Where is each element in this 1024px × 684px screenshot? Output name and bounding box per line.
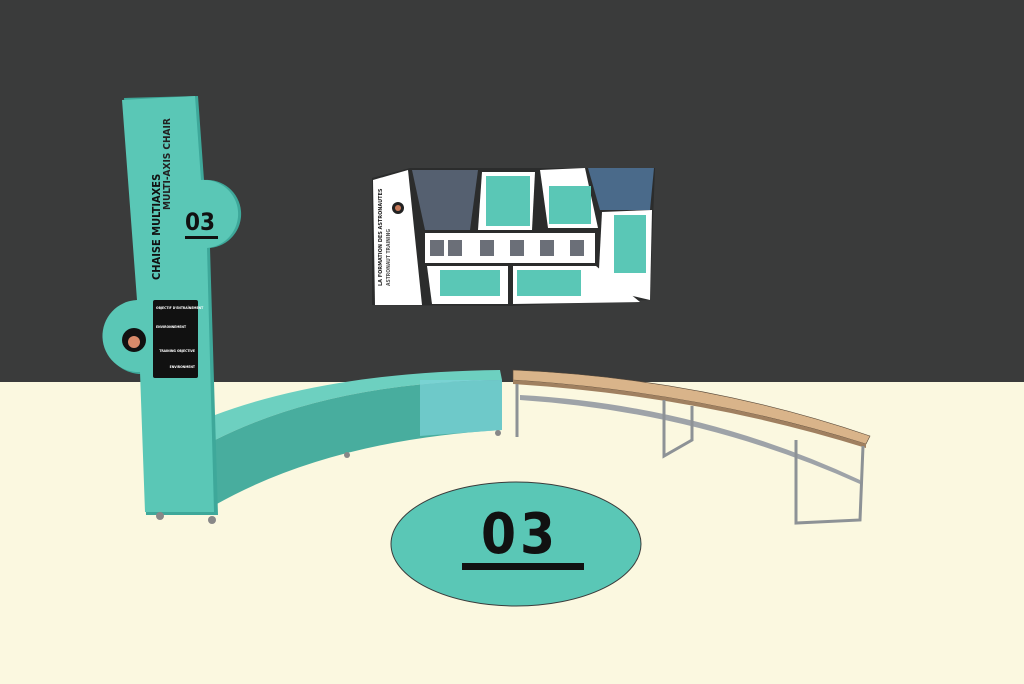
wall-panel-title-en: ASTRONAUT TRAINING xyxy=(386,229,392,286)
info-environment-fr: ENVIRONNEMENT xyxy=(156,325,187,329)
totem-title-en: MULTI-AXIS CHAIR xyxy=(162,118,173,210)
info-environment-en: ENVIRONMENT xyxy=(170,365,196,369)
wall-panel-title-fr: LA FORMATION DES ASTRONAUTES xyxy=(378,188,384,286)
photo-astronauts xyxy=(588,168,654,210)
info-objective-fr: OBJECTIF D'ENTRAÎNEMENT xyxy=(156,305,204,310)
teal-bench xyxy=(215,370,502,505)
totem-title-fr: CHAISE MULTIAXES xyxy=(150,174,163,280)
photo-training-room xyxy=(412,170,478,230)
wood-bench xyxy=(512,369,871,525)
totem-number: 03 xyxy=(185,208,215,236)
wall-panel: LA FORMATION DES ASTRONAUTES ASTRONAUT T… xyxy=(372,168,655,306)
totem-sign: CHAISE MULTIAXES MULTI-AXIS CHAIR 03 OBJ… xyxy=(102,96,242,524)
floor-marker-number: 03 xyxy=(481,502,559,567)
info-objective-en: TRAINING OBJECTIVE xyxy=(159,349,195,353)
totem-info-box xyxy=(153,300,198,378)
floor-marker: 03 xyxy=(390,481,642,607)
